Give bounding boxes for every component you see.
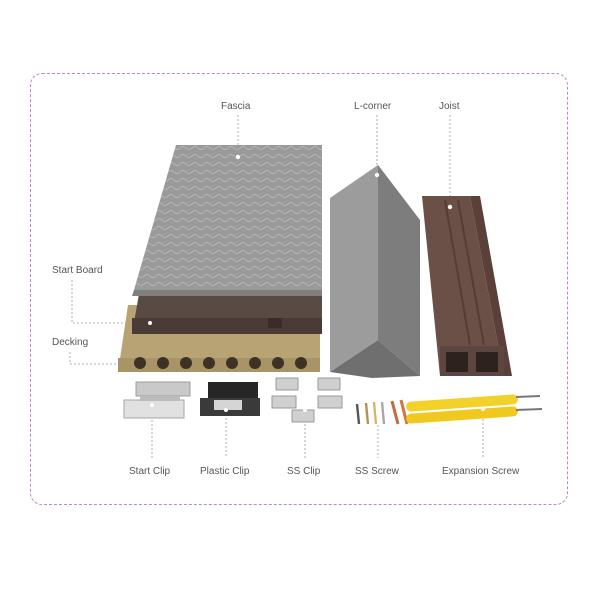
label-ss-clip: SS Clip bbox=[287, 466, 321, 477]
joist-beam bbox=[422, 196, 512, 376]
start-board bbox=[132, 288, 322, 334]
label-start-board: Start Board bbox=[52, 265, 103, 276]
start-clip bbox=[123, 381, 191, 419]
label-plastic-clip: Plastic Clip bbox=[200, 466, 250, 477]
fascia-board bbox=[132, 145, 322, 296]
leader-lines bbox=[69, 115, 484, 458]
label-expansion-screw: Expansion Screw bbox=[442, 466, 520, 477]
product-frame bbox=[30, 73, 568, 505]
ss-screws bbox=[355, 399, 409, 425]
l-corner-trim bbox=[330, 165, 420, 378]
expansion-screws bbox=[406, 394, 543, 424]
label-joist: Joist bbox=[439, 101, 460, 112]
label-l-corner: L-corner bbox=[354, 101, 392, 112]
label-fascia: Fascia bbox=[221, 101, 251, 112]
label-ss-screw: SS Screw bbox=[355, 466, 399, 477]
label-decking: Decking bbox=[52, 337, 89, 348]
plastic-clip bbox=[200, 382, 260, 416]
ss-clip-set bbox=[271, 377, 343, 423]
label-start-clip: Start Clip bbox=[129, 466, 171, 477]
